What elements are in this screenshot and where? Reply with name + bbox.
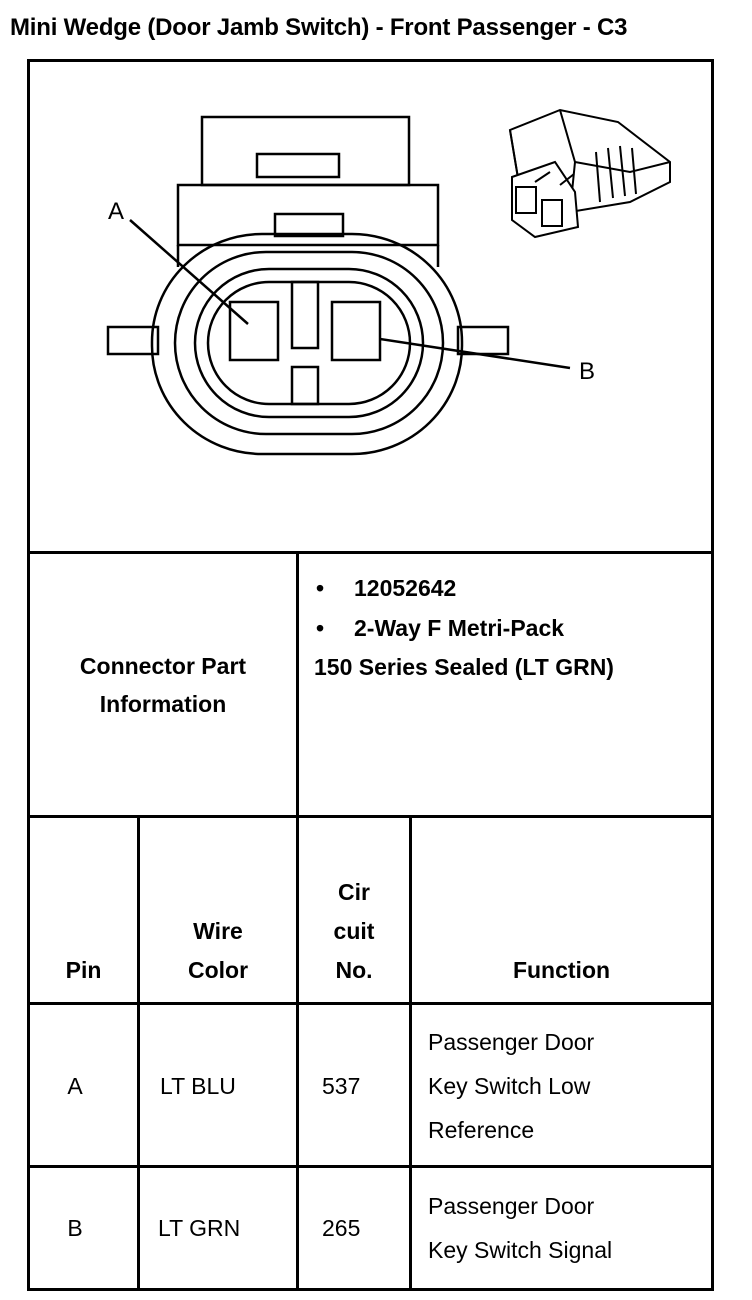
part-description: 2-Way F Metri-Pack [300,608,705,648]
row-a-function-line1: Passenger Door [428,1029,595,1055]
row-a-function-line3: Reference [428,1117,535,1143]
connector-iso-icon [508,108,671,239]
divider [27,1165,714,1168]
divider [27,1002,714,1005]
part-number: 12052642 [300,568,705,608]
header-function: Function [512,957,611,983]
divider [296,551,299,1291]
part-description-continued: 150 Series Sealed (LT GRN) [314,654,614,680]
header-pin: Pin [65,957,102,983]
row-a-wire-color: LT BLU [160,1073,236,1099]
pin-label-a: A [108,198,124,225]
row-a-pin: A [67,1073,83,1099]
connector-diagram: A B [30,62,711,552]
connector-part-information-label: Connector Part Information [30,555,296,815]
divider [27,815,714,818]
connector-part-information-text: Connector Part Information [79,653,247,717]
connector-part-information-details: 12052642 2-Way F Metri-Pack 150 Series S… [300,568,705,687]
row-b-pin: B [67,1215,83,1241]
header-wire-color-line1: Wire [193,918,243,944]
header-circuit-no: Cir cuit No. [299,873,409,990]
divider [137,815,140,1291]
row-b-function-line1: Passenger Door [428,1193,595,1219]
connector-table-frame [27,59,714,1291]
header-circuit-line1: Cir [338,879,370,905]
header-wire-color-line2: Color [187,957,249,983]
pin-label-b: B [579,358,595,385]
divider [27,551,714,554]
header-circuit-line3: No. [335,957,373,983]
page-title: Mini Wedge (Door Jamb Switch) - Front Pa… [10,14,628,41]
row-b-function-line2: Key Switch Signal [428,1237,613,1263]
row-b-circuit: 265 [322,1215,361,1241]
divider [409,815,412,1291]
header-circuit-line2: cuit [333,918,375,944]
row-b-wire-color: LT GRN [158,1215,241,1241]
row-a-function-line2: Key Switch Low [428,1073,591,1099]
row-a-function: Passenger Door Key Switch Low Reference [428,1020,594,1152]
header-wire-color: Wire Color [140,912,296,990]
row-a-circuit: 537 [322,1073,361,1099]
row-b-function: Passenger Door Key Switch Signal [428,1184,612,1272]
connector-face-drawing: A B [106,108,671,456]
